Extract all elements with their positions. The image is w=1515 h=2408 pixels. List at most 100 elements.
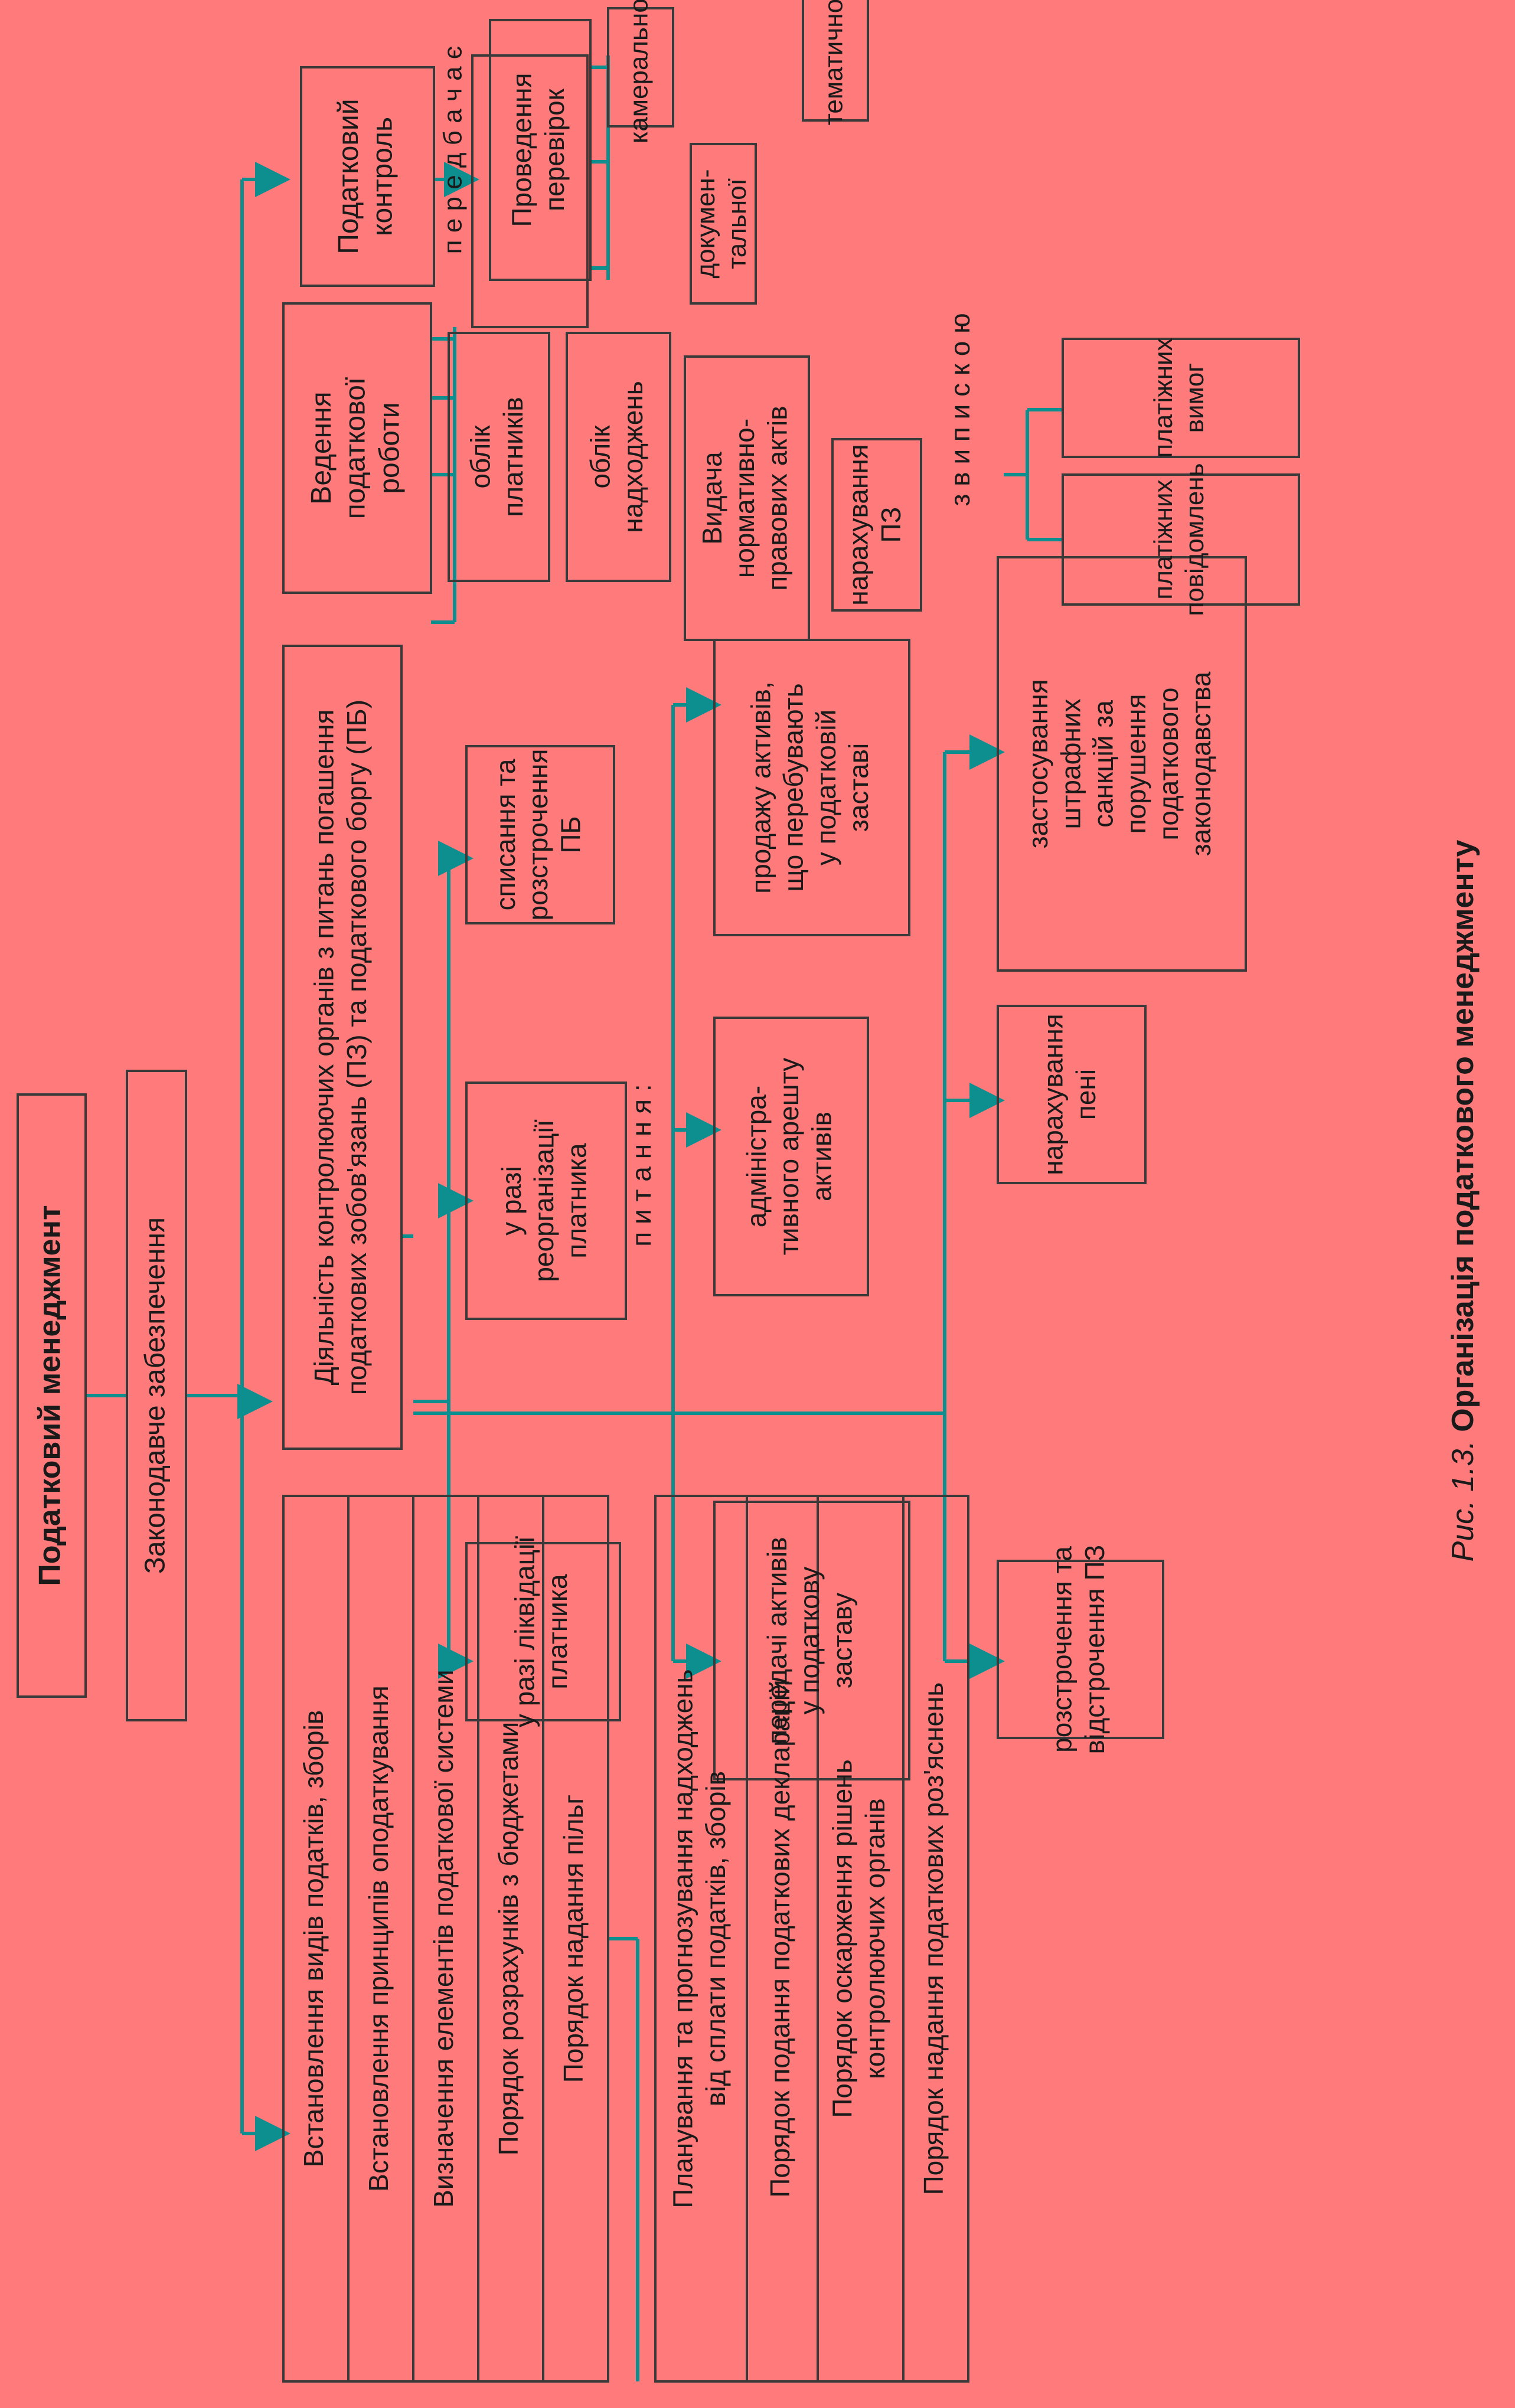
provides-label: п е р е д б а ч а є	[439, 46, 468, 254]
item-text: нарахування	[843, 444, 874, 605]
case-box-2	[465, 1082, 627, 1320]
column-a-procedure: контролюючих органів	[860, 1798, 890, 2079]
issue-box-1	[713, 1501, 910, 1780]
column-d-header: Податковий	[333, 99, 364, 254]
issue-text: у податковій	[811, 710, 841, 865]
column-a-procedure: Порядок оскарження рішень	[827, 1759, 858, 2118]
item-text: надходжень	[618, 381, 648, 532]
issue-text: тивного арешту	[773, 1058, 804, 1256]
issuance-text: вимог	[1180, 363, 1209, 433]
column-a-item: Визначення елементів податкової системи	[428, 1669, 459, 2208]
measure-text: податкового	[1153, 687, 1184, 840]
column-a-item: Встановлення принципів оподаткування	[363, 1685, 394, 2192]
column-a-procedure: Порядок подання податкових декларацій	[765, 1680, 795, 2197]
inspection-type: камеральної	[625, 0, 654, 143]
column-c-header-box	[282, 302, 432, 594]
issue-text: у податкову	[794, 1567, 825, 1714]
measure-text: порушення	[1121, 694, 1151, 834]
item-text: правових актів	[762, 406, 792, 590]
inspections-header: перевірок	[539, 88, 570, 211]
measure-text: застосування	[1023, 679, 1053, 848]
issuance-text: платіжних	[1149, 479, 1178, 599]
issue-text: заставу	[827, 1593, 857, 1688]
issue-text: активів	[806, 1112, 837, 1201]
item-text: Видача	[697, 452, 727, 545]
column-d-header-box	[300, 66, 435, 287]
issuance-text: повідомлень	[1180, 463, 1209, 616]
issuance-box-2	[1062, 338, 1300, 458]
issue-box-2	[713, 1017, 869, 1296]
case-text: списання та	[490, 759, 521, 910]
root-title: Податковий менеджмент	[33, 1205, 67, 1586]
issues-label: п и т а н н я :	[626, 1084, 657, 1246]
column-a-item: Порядок розрахунків з бюджетами	[493, 1722, 524, 2156]
caption-prefix: Рис. 1.3.	[1446, 1432, 1480, 1562]
case-text: платника	[561, 1143, 592, 1259]
column-a-procedure: Порядок надання податкових роз'яснень	[918, 1682, 949, 2195]
issuance-text: платіжних	[1149, 338, 1178, 458]
column-c-header: роботи	[374, 402, 405, 494]
issue-text: продажу активів,	[745, 681, 776, 893]
column-a-procedure: Планування та прогнозування надходжень	[668, 1669, 698, 2208]
case-text: платника	[542, 1574, 573, 1690]
issuance-box-1	[1062, 473, 1300, 606]
text-layer: Податковий менеджмент Законодавче забезпе…	[33, 0, 1480, 2208]
issue-text: що перебувають	[778, 683, 809, 891]
item-text: облік	[465, 425, 496, 489]
inspection-type-box-3	[802, 0, 869, 122]
measure-text: нарахування	[1038, 1014, 1069, 1175]
item-box-uchet-platnykiv	[448, 332, 550, 582]
issue-text: заставі	[843, 743, 874, 832]
measure-box-1	[997, 1560, 1164, 1739]
issuance-label: з в и п и с к о ю	[945, 313, 975, 506]
item-box-vydacha	[684, 355, 810, 641]
column-c-header: Ведення	[306, 391, 337, 504]
figure-caption: Рис. 1.3. Організація податкового менедж…	[1446, 839, 1480, 1561]
column-a-item: Порядок надання пільг	[558, 1795, 589, 2083]
issue-text: адміністра-	[741, 1086, 772, 1227]
case-box-3	[465, 745, 615, 924]
column-a-item: Встановлення видів податків, зборів	[298, 1710, 329, 2168]
issue-text: передачі активів	[762, 1537, 792, 1744]
measure-text: законодавства	[1186, 671, 1216, 856]
item-box-narakhuvannia	[831, 438, 922, 612]
column-b-header: податкових зобов'язань (ПЗ) та податково…	[341, 700, 372, 1395]
measure-box-2	[997, 1005, 1147, 1184]
inspections-box	[489, 19, 592, 281]
inspection-type-box-1	[607, 7, 674, 128]
case-text: у разі ліквідації	[510, 1536, 540, 1727]
item-text: ПЗ	[876, 507, 906, 543]
column-c-header: податкової	[340, 377, 371, 519]
column-b-header: Діяльність контролюючих органів з питань…	[309, 710, 339, 1386]
item-box-1	[471, 54, 589, 328]
item-box-uchet-nadkhodzhen	[566, 332, 671, 582]
column-a-frame	[282, 1495, 609, 2383]
case-box-1	[465, 1542, 621, 1721]
measure-text: відстрочення ПЗ	[1079, 1545, 1110, 1754]
inspections-header: Проведення	[507, 73, 537, 227]
column-a-procedure: від сплати податків, зборів	[700, 1771, 731, 2106]
case-text: реорганізації	[528, 1119, 559, 1282]
inspection-type: докумен-	[691, 169, 720, 278]
measure-text: пені	[1070, 1069, 1101, 1120]
root-box	[17, 1093, 87, 1698]
case-text: розстрочення	[523, 749, 553, 921]
measure-text: розстрочення та	[1047, 1546, 1078, 1753]
legal-support-label: Законодавче забезпечення	[140, 1217, 171, 1574]
column-a-frame-2	[654, 1495, 969, 2383]
item-text: нормативно-	[729, 419, 760, 578]
inspection-type-box-2	[690, 143, 757, 305]
rotated-layer: Податковий менеджмент Законодавче забезпе…	[17, 0, 1480, 2383]
caption-title: Організація податкового менеджменту	[1446, 839, 1480, 1432]
legal-support-box	[126, 1070, 187, 1721]
inspection-type: тематичної	[819, 0, 848, 125]
column-d-header: контроль	[367, 117, 398, 236]
boxes	[17, 0, 1300, 2383]
column-b-header-box	[282, 645, 403, 1450]
inspection-type: тальної	[723, 178, 752, 269]
case-text: у разі	[496, 1166, 527, 1236]
issue-box-3	[713, 639, 910, 936]
measure-text: санкцій за	[1088, 700, 1119, 828]
